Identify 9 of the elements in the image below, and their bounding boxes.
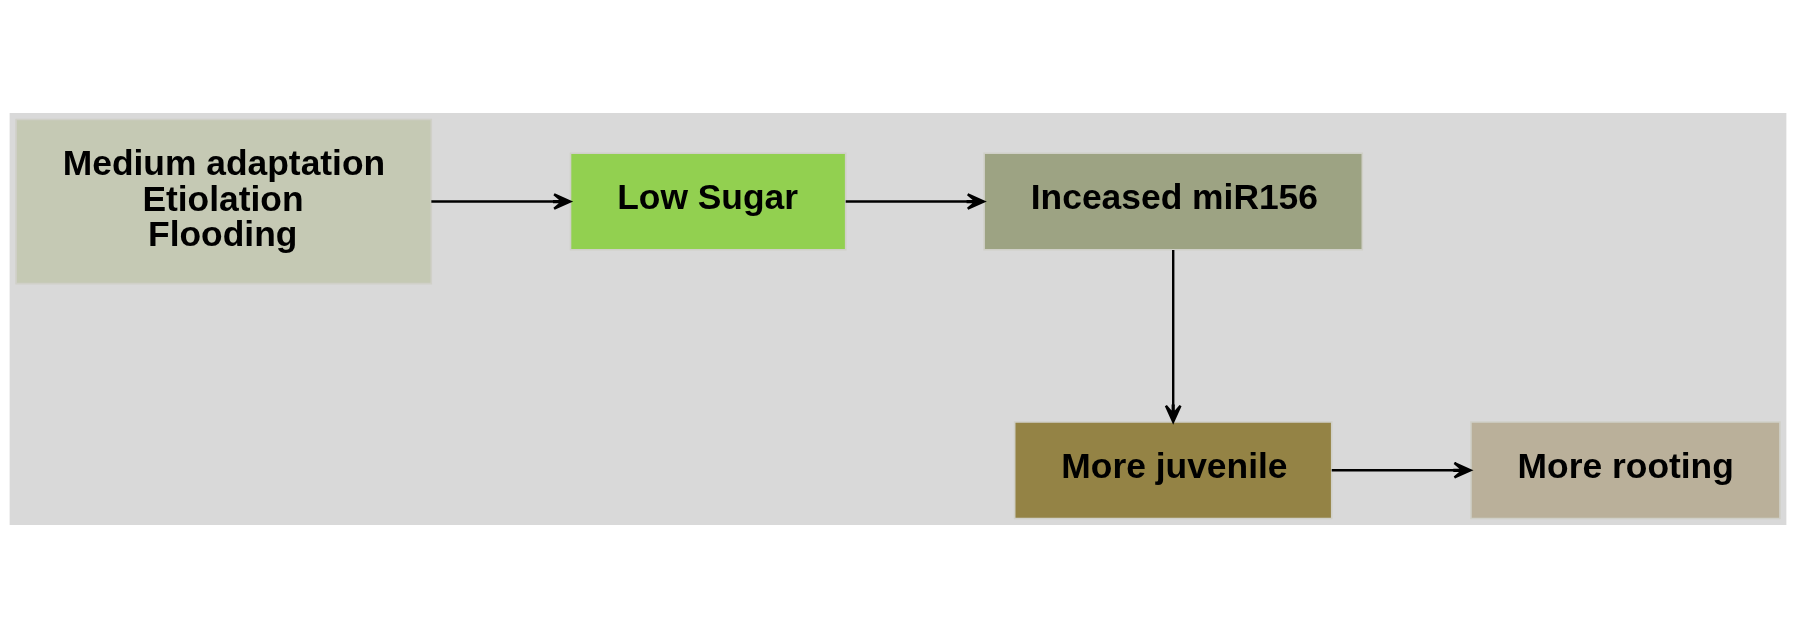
node-box: Inceased miR156 <box>983 151 1364 251</box>
arrow <box>431 192 572 210</box>
arrow <box>845 192 986 210</box>
node-box: Low Sugar <box>569 151 847 251</box>
arrow <box>1164 249 1182 423</box>
node-box: Medium adaptation Etiolation Flooding <box>15 118 433 284</box>
node-box: More juvenile <box>1013 420 1333 519</box>
node-box: More rooting <box>1470 420 1781 519</box>
arrow <box>1331 461 1472 479</box>
